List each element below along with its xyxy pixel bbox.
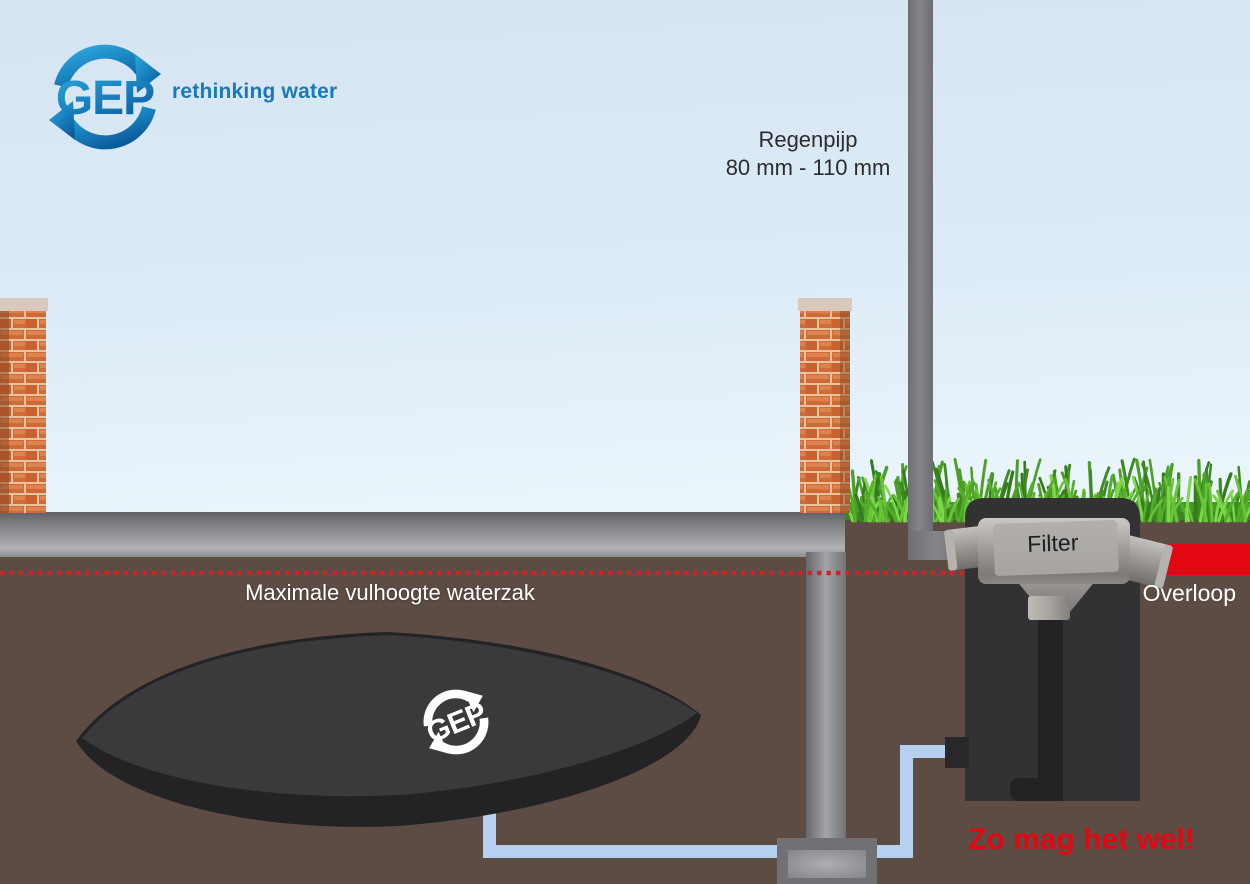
grass-blade: [898, 495, 910, 523]
dirt-outlet-pipe: [1038, 612, 1063, 801]
circular-arrows-logo-icon: GEP: [49, 44, 161, 150]
overflow-label: Overloop: [1142, 580, 1236, 606]
filter-label: Filter: [1027, 529, 1079, 557]
grass-blade: [1141, 462, 1158, 523]
grass-blade: [1193, 478, 1208, 523]
brick-pillar-right: [798, 298, 852, 513]
grass-blade: [1184, 475, 1193, 523]
grass-blade: [878, 499, 883, 523]
grass-blade: [1131, 475, 1144, 523]
grass-blade: [1235, 489, 1249, 523]
filter-face-panel: [993, 519, 1119, 576]
max-fill-label: Maximale vulhoogte waterzak: [245, 580, 535, 605]
grass-blade: [1169, 478, 1181, 523]
caption-text: Zo mag het wel!: [968, 823, 1195, 856]
rainpipe-label: Regenpijp 80 mm - 110 mm: [658, 126, 958, 182]
grass-blade: [1207, 482, 1214, 523]
gep-logo: GEP: [35, 30, 180, 170]
rainpipe-label-line2: 80 mm - 110 mm: [725, 155, 891, 180]
grass-blade: [883, 484, 901, 523]
grass-blade: [1163, 476, 1179, 523]
waterzak-bag: GEP: [76, 632, 701, 827]
grass-blade: [957, 478, 975, 523]
grass-blade: [1217, 489, 1235, 523]
grass-blade: [1147, 499, 1164, 523]
grass-blade: [947, 497, 960, 523]
grass-blade: [943, 487, 948, 523]
brand-tagline: rethinking water: [172, 80, 338, 103]
logo-text: GEP: [56, 72, 154, 125]
grass-blade: [1176, 472, 1181, 523]
grass-blade: [1239, 490, 1250, 523]
grass-blade: [1220, 500, 1232, 523]
shaft-inlet-stub: [945, 737, 969, 768]
grass-blade: [1223, 492, 1239, 523]
filter-unit: Filter: [944, 518, 1173, 620]
sky-background: [0, 0, 1250, 525]
filter-collar: [1028, 596, 1070, 620]
sewer-pipe: [806, 552, 846, 844]
rainpipe-label-line1: Regenpijp: [758, 127, 858, 152]
grass-blade: [934, 467, 951, 523]
street-surface: [0, 512, 845, 557]
grass-blade: [1142, 489, 1150, 523]
sewer-pit: [777, 838, 877, 884]
grass-blade: [1234, 474, 1248, 523]
brick-pillar-left: [0, 298, 48, 513]
rain-downpipe: [908, 0, 966, 560]
grass-blade: [854, 493, 865, 523]
